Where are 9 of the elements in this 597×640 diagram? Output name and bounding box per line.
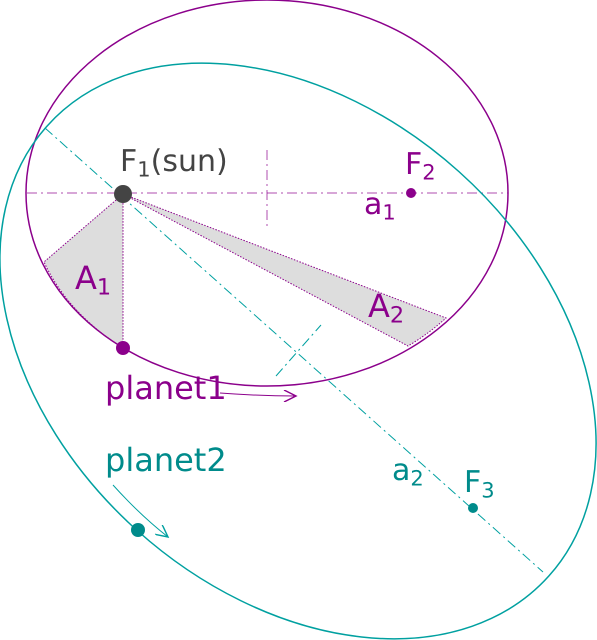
- focus-label: F$_{3}$: [464, 468, 495, 502]
- planet-label: planet2: [105, 444, 227, 476]
- axis-label: a$_{2}$: [392, 456, 424, 490]
- area-label: A$_{1}$: [75, 262, 112, 299]
- focus-label: F$_{2}$: [405, 150, 436, 184]
- axis-label: a$_{1}$: [364, 190, 396, 224]
- planet-label: planet1: [105, 372, 227, 404]
- area-label: A$_{2}$: [368, 290, 404, 327]
- focus-label: F$_{1}$(sun): [120, 147, 228, 180]
